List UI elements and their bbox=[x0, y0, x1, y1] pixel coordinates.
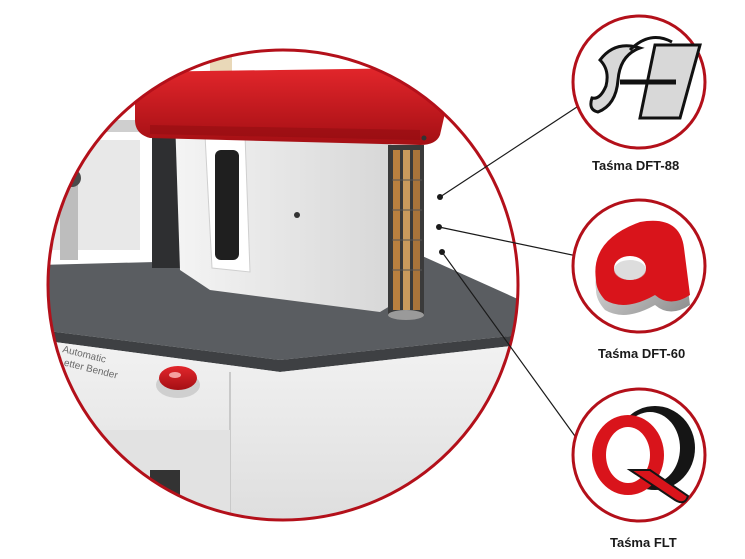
red-top-cover bbox=[135, 68, 448, 145]
sample-circle-1 bbox=[571, 14, 707, 150]
sample-label-flt: Taśma FLT bbox=[610, 535, 677, 550]
machine-closeup: Automatic Letter Bender bbox=[48, 50, 518, 520]
head-window bbox=[215, 150, 239, 260]
connector-line-3 bbox=[441, 251, 586, 451]
letter-a-sample-icon bbox=[595, 220, 690, 315]
connector-line-1 bbox=[439, 104, 581, 198]
connector-line-2 bbox=[438, 226, 578, 257]
magnifier-outline bbox=[46, 48, 520, 522]
letter-h-sample-icon bbox=[589, 36, 702, 120]
sample-circle-3 bbox=[571, 387, 707, 523]
roller-tools bbox=[388, 145, 424, 320]
sample-label-dft-60: Taśma DFT-60 bbox=[598, 346, 686, 361]
letter-q-sample-icon bbox=[592, 406, 695, 504]
sample-circle-2 bbox=[571, 198, 707, 334]
emergency-stop-button[interactable] bbox=[156, 366, 200, 398]
sample-label-dft-88: Taśma DFT-88 bbox=[592, 158, 680, 173]
